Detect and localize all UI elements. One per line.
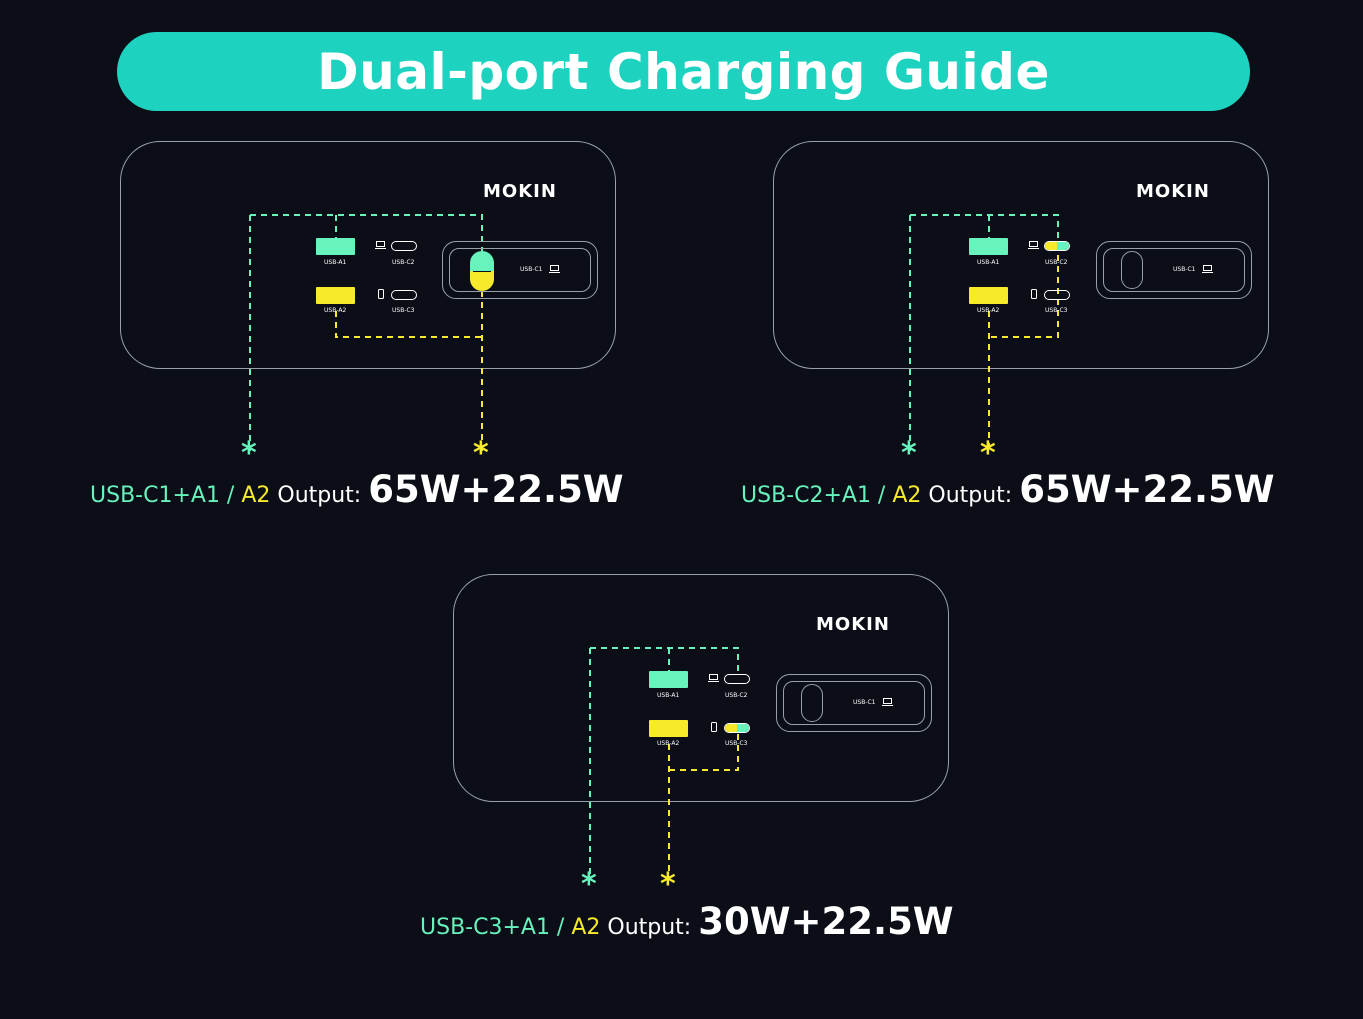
usb-a2-label: USB-A2	[657, 740, 680, 747]
usb-c2-port	[724, 674, 750, 684]
usb-c1-slot	[1103, 248, 1245, 292]
brand-logo: MOKIN	[1136, 181, 1210, 202]
usb-c2-port-active	[1044, 241, 1070, 251]
caption-combo: USB-C2+A1	[741, 483, 871, 508]
usb-a1-port	[649, 671, 688, 688]
usb-c3-label: USB-C3	[725, 740, 748, 747]
caption-combo: USB-C1+A1	[90, 483, 220, 508]
caption-a2: A2	[571, 915, 601, 940]
usb-c1-bay	[1096, 241, 1252, 299]
laptop-icon	[549, 265, 560, 273]
usb-c2-label: USB-C2	[725, 692, 748, 699]
laptop-icon	[1028, 241, 1039, 249]
asterisk-icon: *	[241, 436, 257, 471]
usb-a2-port	[316, 287, 355, 304]
caption-output: Output:	[921, 483, 1020, 508]
connection-lines	[909, 214, 1059, 451]
laptop-icon	[375, 241, 386, 249]
usb-a1-port	[969, 238, 1008, 255]
usb-c3-label: USB-C3	[1045, 307, 1068, 314]
caption-separator: /	[219, 483, 242, 508]
asterisk-icon: *	[901, 436, 917, 471]
page-title: Dual-port Charging Guide	[317, 42, 1050, 101]
caption-a2: A2	[241, 483, 271, 508]
usb-c1-label: USB-C1	[853, 699, 876, 706]
brand-logo: MOKIN	[483, 181, 557, 202]
connection-lines	[249, 214, 483, 451]
laptop-icon	[882, 698, 893, 706]
usb-c1-slot	[449, 248, 591, 292]
usb-c3-port	[391, 290, 417, 300]
usb-a1-label: USB-A1	[657, 692, 680, 699]
phone-icon	[711, 722, 717, 732]
asterisk-icon: *	[581, 867, 597, 902]
caption-separator: /	[870, 483, 893, 508]
usb-c3-label: USB-C3	[392, 307, 415, 314]
caption-c1: USB-C1+A1 / A2 Output: 65W+22.5W	[90, 468, 624, 511]
phone-icon	[1031, 289, 1037, 299]
usb-c1-bay	[776, 674, 932, 732]
usb-a1-label: USB-A1	[324, 259, 347, 266]
usb-a2-port	[969, 287, 1008, 304]
usb-c1-slot	[783, 681, 925, 725]
usb-c1-label: USB-C1	[1173, 266, 1196, 273]
title-banner: Dual-port Charging Guide	[117, 32, 1250, 111]
usb-a2-label: USB-A2	[977, 307, 1000, 314]
caption-watts: 65W+22.5W	[1019, 468, 1275, 511]
usb-c1-port	[1121, 251, 1143, 289]
caption-output: Output:	[270, 483, 369, 508]
caption-watts: 30W+22.5W	[698, 900, 954, 943]
caption-c2: USB-C2+A1 / A2 Output: 65W+22.5W	[741, 468, 1275, 511]
charger-outline	[453, 574, 949, 802]
usb-c2-label: USB-C2	[1045, 259, 1068, 266]
laptop-icon	[708, 674, 719, 682]
caption-a2: A2	[892, 483, 922, 508]
connection-lines	[589, 647, 739, 879]
usb-c1-label: USB-C1	[520, 266, 543, 273]
caption-separator: /	[549, 915, 572, 940]
panel-c2: MOKIN USB-A1 USB-A2 USB-C2 USB-C3 USB-C1…	[773, 141, 1269, 481]
asterisk-icon: *	[473, 436, 489, 471]
usb-c2-label: USB-C2	[392, 259, 415, 266]
usb-c1-bay	[442, 241, 598, 299]
caption-watts: 65W+22.5W	[368, 468, 624, 511]
asterisk-icon: *	[660, 867, 676, 902]
panel-c1: MOKIN USB-A1 USB-A2 USB-C2 USB-C3 USB-C1…	[120, 141, 616, 481]
panel-c3: MOKIN USB-A1 USB-A2 USB-C2 USB-C3 USB-C1…	[453, 574, 949, 914]
usb-c3-port	[1044, 290, 1070, 300]
usb-c2-port	[391, 241, 417, 251]
charger-outline	[773, 141, 1269, 369]
usb-a2-port	[649, 720, 688, 737]
usb-a1-label: USB-A1	[977, 259, 1000, 266]
usb-a1-port	[316, 238, 355, 255]
caption-c3: USB-C3+A1 / A2 Output: 30W+22.5W	[420, 900, 954, 943]
laptop-icon	[1202, 265, 1213, 273]
asterisk-icon: *	[980, 436, 996, 471]
caption-output: Output:	[600, 915, 699, 940]
usb-c1-port-active	[470, 251, 494, 291]
usb-c3-port-active	[724, 723, 750, 733]
phone-icon	[378, 289, 384, 299]
charger-outline	[120, 141, 616, 369]
caption-combo: USB-C3+A1	[420, 915, 550, 940]
usb-a2-label: USB-A2	[324, 307, 347, 314]
brand-logo: MOKIN	[816, 614, 890, 635]
usb-c1-port	[801, 684, 823, 722]
